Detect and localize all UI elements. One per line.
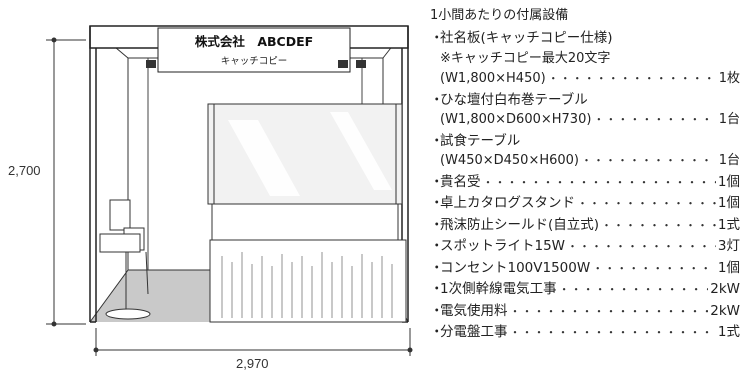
equipment-label: 電気使用料 [440, 302, 508, 319]
equipment-quantity: 1台 [718, 153, 740, 168]
width-dimension-label: 2,970 [236, 356, 269, 371]
equipment-list: 1小間あたりの付属設備 ・社名板(キャッチコピー仕様)※キャッチコピー最大20文… [430, 6, 740, 344]
equipment-quantity: 1式 [717, 324, 740, 340]
equipment-items: ・社名板(キャッチコピー仕様)※キャッチコピー最大20文字(W1,800×H45… [430, 28, 740, 344]
equipment-sub-row: (W450×D450×H600)・・・・・・・・・・・・・・・・・・・・・・・・… [430, 151, 740, 172]
equipment-item: ・コンセント100V1500W・・・・・・・・・・・・・・・・・・・・・・・・・… [430, 258, 740, 280]
equipment-item: ・飛沫防止シールド(自立式)・・・・・・・・・・・・・・・・・・・・・・・・・・… [430, 215, 740, 237]
sign-company-name: 株式会社 ABCDEF [195, 34, 313, 49]
bullet-icon: ・ [430, 91, 444, 108]
sample-table [105, 251, 151, 320]
equipment-label: 社名板(キャッチコピー仕様) [440, 30, 613, 46]
equipment-label: コンセント100V1500W [440, 259, 591, 276]
company-sign-board [157, 27, 351, 73]
equipment-item: ・電気使用料・・・・・・・・・・・・・・・・・・・・・・・・・・・・・2kW [430, 301, 740, 323]
equipment-sub-row: (W1,800×H450)・・・・・・・・・・・・・・・・・・・・・・・・・・・… [430, 69, 740, 90]
bullet-icon: ・ [430, 302, 444, 319]
equipment-label: ※キャッチコピー最大20文字 [440, 50, 611, 66]
leader-dots: ・・・・・・・・・・・・・・・・・・・・・・・・・・・・・ [592, 261, 716, 275]
equipment-quantity: 3灯 [717, 238, 740, 254]
leader-dots: ・・・・・・・・・・・・・・・・・・・・・・・・・・・・・ [547, 72, 717, 85]
equipment-item: ・試食テーブル [430, 131, 740, 152]
equipment-label: 1次側幹線電気工事 [440, 281, 557, 297]
equipment-quantity: 2kW [710, 302, 740, 319]
equipment-quantity: 2kW [710, 281, 740, 297]
tiered-table [209, 203, 407, 323]
equipment-sub-row: (W1,800×D600×H730)・・・・・・・・・・・・・・・・・・・・・・… [430, 110, 740, 131]
equipment-sub-row: ※キャッチコピー最大20文字 [430, 49, 740, 70]
width-dimension [93, 328, 413, 356]
equipment-label: 試食テーブル [440, 132, 521, 149]
equipment-list-title: 1小間あたりの付属設備 [430, 8, 569, 23]
equipment-quantity: 1式 [717, 216, 740, 233]
leader-dots: ・・・・・・・・・・・・・・・・・・・・・・・・・・・・・ [577, 197, 716, 210]
equipment-item: ・分電盤工事・・・・・・・・・・・・・・・・・・・・・・・・・・・・・1式 [430, 322, 740, 344]
leader-dots: ・・・・・・・・・・・・・・・・・・・・・・・・・・・・・ [558, 283, 709, 296]
equipment-label: ひな壇付白布巻テーブル [440, 91, 588, 108]
equipment-quantity: 1枚 [718, 71, 740, 86]
leader-dots: ・・・・・・・・・・・・・・・・・・・・・・・・・・・・・ [482, 175, 716, 189]
bullet-icon: ・ [430, 238, 444, 254]
equipment-label: (W1,800×H450) [440, 71, 546, 86]
catalog-stand [99, 199, 145, 253]
equipment-item: ・貴名受・・・・・・・・・・・・・・・・・・・・・・・・・・・・・1個 [430, 172, 740, 194]
leader-dots: ・・・・・・・・・・・・・・・・・・・・・・・・・・・・・ [593, 113, 716, 126]
height-dimension [46, 37, 86, 327]
equipment-label: 飛沫防止シールド(自立式) [440, 216, 600, 233]
equipment-item: ・卓上カタログスタンド・・・・・・・・・・・・・・・・・・・・・・・・・・・・・… [430, 193, 740, 215]
bullet-icon: ・ [430, 30, 444, 46]
equipment-item: ・社名板(キャッチコピー仕様) [430, 28, 740, 49]
equipment-item: ・1次側幹線電気工事・・・・・・・・・・・・・・・・・・・・・・・・・・・・・2… [430, 279, 740, 301]
leader-dots: ・・・・・・・・・・・・・・・・・・・・・・・・・・・・・ [601, 218, 716, 232]
equipment-label: スポットライト15W [440, 238, 566, 254]
leader-dots: ・・・・・・・・・・・・・・・・・・・・・・・・・・・・・ [509, 304, 709, 318]
equipment-label: 分電盤工事 [440, 324, 508, 340]
equipment-quantity: 1個 [717, 195, 740, 211]
sign-catch-copy: キャッチコピー [221, 56, 288, 67]
equipment-quantity: 1個 [717, 173, 740, 190]
splash-shield [207, 103, 403, 205]
booth-illustration: 株式会社 ABCDEF キャッチコピー [8, 25, 413, 371]
equipment-label: (W450×D450×H600) [440, 153, 580, 168]
spotlight-icon [146, 60, 366, 68]
equipment-label: (W1,800×D600×H730) [440, 112, 592, 127]
bullet-icon: ・ [430, 216, 444, 233]
equipment-quantity: 1台 [718, 112, 740, 127]
equipment-quantity: 1個 [717, 259, 740, 276]
bullet-icon: ・ [430, 324, 444, 340]
leader-dots: ・・・・・・・・・・・・・・・・・・・・・・・・・・・・・ [509, 326, 716, 339]
leader-dots: ・・・・・・・・・・・・・・・・・・・・・・・・・・・・・ [567, 240, 716, 253]
bullet-icon: ・ [430, 259, 444, 276]
equipment-item: ・スポットライト15W・・・・・・・・・・・・・・・・・・・・・・・・・・・・・… [430, 236, 740, 258]
leader-dots: ・・・・・・・・・・・・・・・・・・・・・・・・・・・・・ [581, 154, 717, 167]
bullet-icon: ・ [430, 195, 444, 211]
bullet-icon: ・ [430, 281, 444, 297]
bullet-icon: ・ [430, 173, 444, 190]
bullet-icon: ・ [430, 132, 444, 149]
height-dimension-label: 2,700 [8, 163, 41, 178]
equipment-label: 貴名受 [440, 173, 481, 190]
equipment-item: ・ひな壇付白布巻テーブル [430, 90, 740, 111]
equipment-label: 卓上カタログスタンド [440, 195, 575, 211]
